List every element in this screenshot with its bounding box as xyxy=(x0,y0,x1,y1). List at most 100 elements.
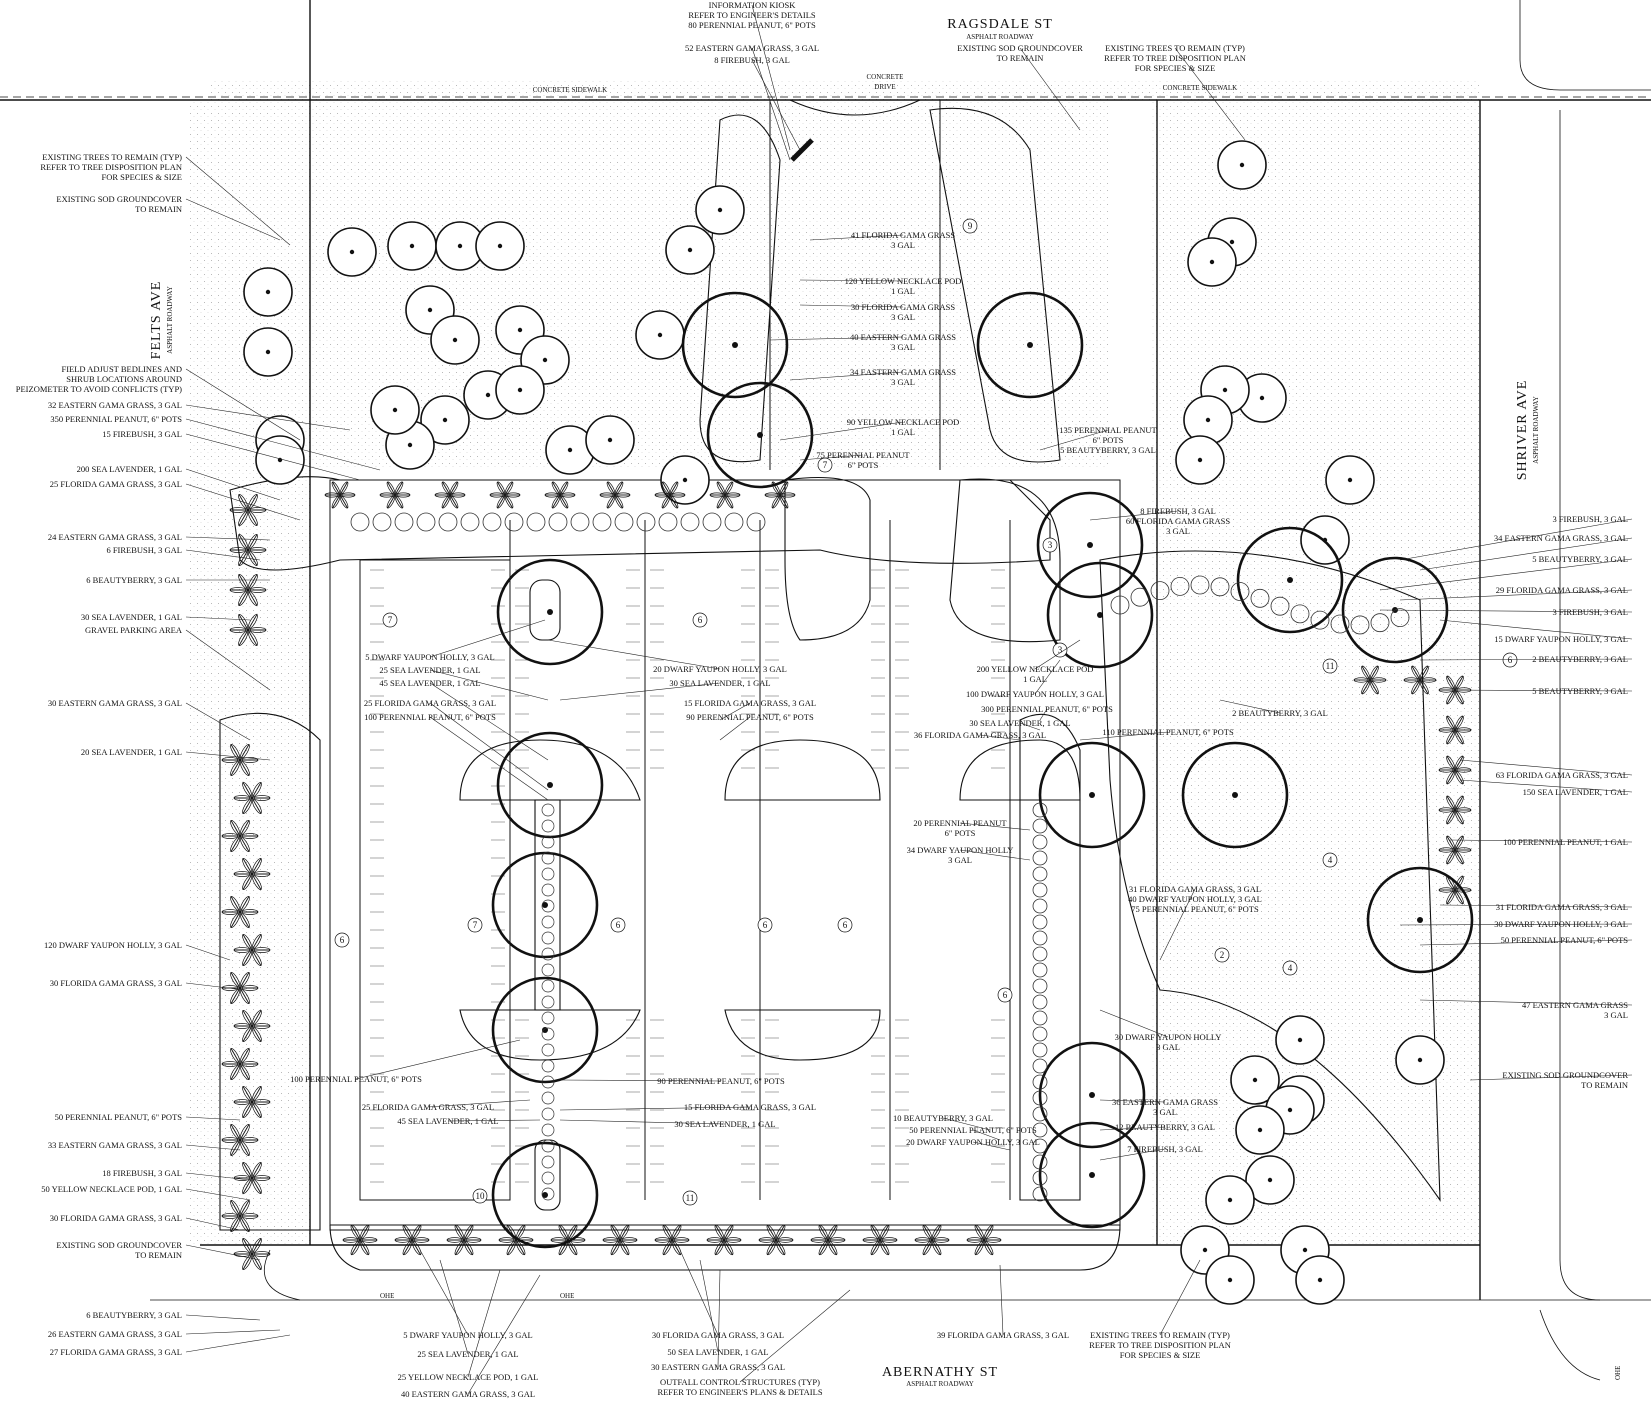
shrub-icon xyxy=(541,1027,555,1041)
planting-label: 30 FLORIDA GAMA GRASS, 3 GAL xyxy=(50,978,246,991)
planting-label-line: 6" POTS xyxy=(1093,435,1124,445)
shrub-icon xyxy=(1270,596,1290,616)
shrub-icon xyxy=(394,512,414,532)
zone-number: 7 xyxy=(823,460,828,470)
planting-label: 18 FIREBUSH, 3 GAL xyxy=(102,1168,251,1181)
street-east-name: SHRIVER AVE xyxy=(1515,380,1530,481)
planting-label-line: SHRUB LOCATIONS AROUND xyxy=(66,374,182,384)
planting-label-line: 31 FLORIDA GAMA GRASS, 3 GAL xyxy=(1496,902,1628,912)
shrub-icon xyxy=(541,1139,555,1153)
zone-number-tag: 11 xyxy=(682,1190,698,1206)
planting-label: 25 SEA LAVENDER, 1 GAL xyxy=(379,665,549,701)
street-south-name: ABERNATHY ST xyxy=(882,1365,998,1380)
existing-tree-icon xyxy=(1275,1015,1325,1065)
proposed-tree-icon xyxy=(491,976,599,1084)
planting-label-line: 120 DWARF YAUPON HOLLY, 3 GAL xyxy=(44,940,182,950)
planting-label-line: 3 GAL xyxy=(891,377,915,387)
shrub-icon xyxy=(1032,1122,1048,1138)
planting-label: 100 PERENNIAL PEANUT, 6" POTS xyxy=(364,712,549,801)
zone-number: 6 xyxy=(698,615,703,625)
planting-label-line: 3 GAL xyxy=(891,240,915,250)
sea-lavender-icon xyxy=(221,895,259,929)
sea-lavender-icon xyxy=(1353,665,1387,695)
zone-number-tag: 6 xyxy=(692,612,708,628)
planting-label: 25 SEA LAVENDER, 1 GAL xyxy=(417,1259,519,1359)
planting-label-line: INFORMATION KIOSK xyxy=(709,0,797,10)
zone-number: 6 xyxy=(340,935,345,945)
planting-label-line: 3 GAL xyxy=(891,312,915,322)
planting-label: 5 BEAUTYBERRY, 3 GAL xyxy=(1379,554,1633,591)
zone-number: 6 xyxy=(1003,990,1008,1000)
planting-label: 12 BEAUTYBERRY, 3 GAL xyxy=(1099,1122,1215,1132)
planting-label-line: 50 YELLOW NECKLACE POD, 1 GAL xyxy=(41,1184,182,1194)
road-edges xyxy=(263,0,1651,1381)
sea-lavender-icon xyxy=(342,1224,378,1256)
planting-label-line: 63 FLORIDA GAMA GRASS, 3 GAL xyxy=(1496,770,1628,780)
planting-label-line: 3 GAL xyxy=(1153,1107,1177,1117)
zone-number-tag: 10 xyxy=(472,1188,488,1204)
planting-label-line: 40 EASTERN GAMA GRASS xyxy=(850,332,956,342)
sea-lavender-icon xyxy=(1438,715,1472,745)
zone-number-tag: 4 xyxy=(1282,960,1298,976)
planting-label-line: 30 FLORIDA GAMA GRASS, 3 GAL xyxy=(50,978,182,988)
planting-label-line: REFER TO TREE DISPOSITION PLAN xyxy=(1104,53,1246,63)
zone-number: 2 xyxy=(1220,950,1225,960)
shrub-icon xyxy=(1032,994,1048,1010)
proposed-tree-icon xyxy=(491,1141,599,1249)
shrub-icon xyxy=(372,512,392,532)
planting-label: 50 PERENNIAL PEANUT, 6" POTS xyxy=(1419,935,1633,946)
existing-tree-icon xyxy=(635,310,685,360)
zone-number-tag: 7 xyxy=(467,917,483,933)
existing-tree-icon xyxy=(430,315,480,365)
parking-stalls xyxy=(370,569,1005,1183)
existing-tree-icon xyxy=(1205,1175,1255,1225)
planting-label-line: 30 FLORIDA GAMA GRASS, 3 GAL xyxy=(50,1213,182,1223)
shrub-icon xyxy=(1370,613,1390,633)
sea-lavender-icon xyxy=(233,857,271,891)
shrub-icon xyxy=(504,512,524,532)
sea-lavender-icon xyxy=(1438,875,1472,905)
planting-label-line: 150 SEA LAVENDER, 1 GAL xyxy=(1523,787,1628,797)
zone-number: 4 xyxy=(1288,963,1293,973)
sea-lavender-icon xyxy=(544,481,576,509)
sea-lavender-icon xyxy=(966,1224,1002,1256)
planting-label: 8 FIREBUSH, 3 GAL xyxy=(714,55,801,151)
shrub-icon xyxy=(1310,610,1330,630)
street-north-sub: ASPHALT ROADWAY xyxy=(966,33,1034,41)
planting-label: 31 FLORIDA GAMA GRASS, 3 GAL xyxy=(1439,902,1633,912)
shrub-icon xyxy=(1150,581,1170,601)
shrub-icon xyxy=(541,899,555,913)
proposed-tree-icon xyxy=(706,381,814,489)
planting-label-line: 20 SEA LAVENDER, 1 GAL xyxy=(81,747,182,757)
planting-label-line: 60 FLORIDA GAMA GRASS xyxy=(1126,516,1230,526)
planting-label: 15 FLORIDA GAMA GRASS, 3 GAL xyxy=(684,698,816,721)
planting-label: 30 SEA LAVENDER, 1 GAL xyxy=(969,718,1071,731)
planting-label: EXISTING TREES TO REMAIN (TYP)REFER TO T… xyxy=(1104,43,1246,141)
shrub-symbols xyxy=(221,481,1472,1271)
shrub-icon xyxy=(1110,595,1130,615)
shrub-icon xyxy=(526,512,546,532)
planting-label: 90 PERENNIAL PEANUT, 6" POTS xyxy=(686,712,814,741)
proposed-tree-icon xyxy=(681,291,789,399)
shrub-icon xyxy=(1032,962,1048,978)
planting-label-line: 75 PERENNIAL PEANUT xyxy=(816,450,910,460)
zone-number-tag: 6 xyxy=(837,917,853,933)
street-west-name: FELTS AVE xyxy=(149,281,164,360)
sea-lavender-icon xyxy=(706,1224,742,1256)
shrub-icon xyxy=(1032,1106,1048,1122)
planting-label-line: 30 DWARF YAUPON HOLLY, 3 GAL xyxy=(1494,919,1628,929)
shrub-icon xyxy=(724,512,744,532)
planting-label: 50 PERENNIAL PEANUT, 6" POTS xyxy=(909,1125,1037,1141)
planting-label: 29 FLORIDA GAMA GRASS, 3 GAL xyxy=(1399,585,1633,601)
planting-label-line: 3 FIREBUSH, 3 GAL xyxy=(1552,607,1628,617)
planting-label: 50 YELLOW NECKLACE POD, 1 GAL xyxy=(41,1184,251,1201)
ohe-label-1: OHE xyxy=(380,1292,394,1300)
shrub-icon xyxy=(541,1107,555,1121)
sea-lavender-icon xyxy=(810,1224,846,1256)
proposed-tree-icon xyxy=(1038,741,1146,849)
